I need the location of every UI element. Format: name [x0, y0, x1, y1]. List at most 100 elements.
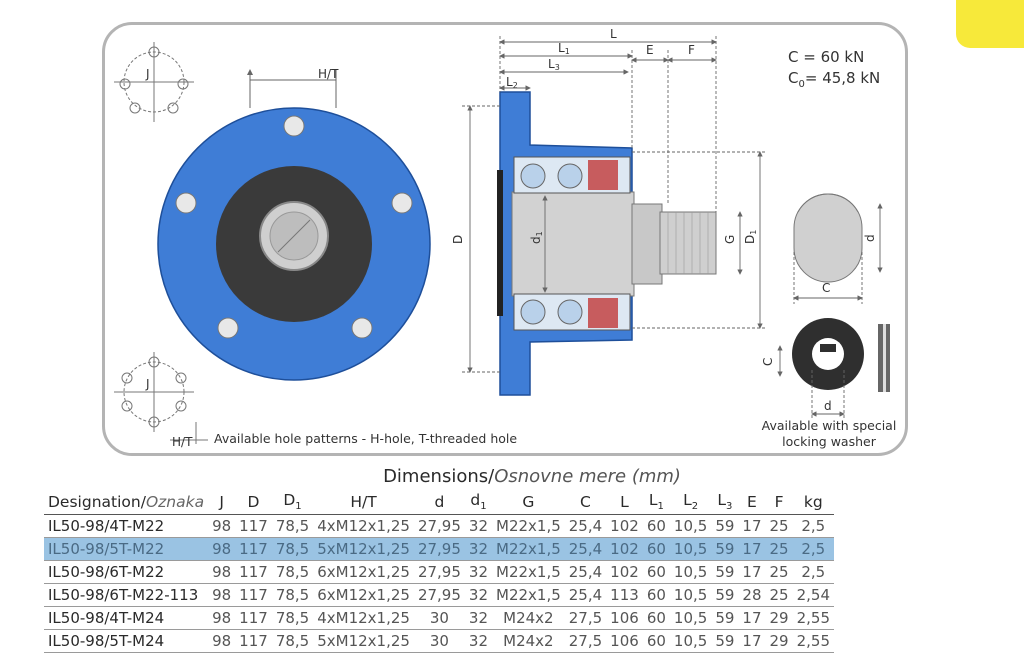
- table-cell: 5xM12x1,25: [313, 629, 414, 654]
- hub-section-view: [497, 91, 717, 396]
- bolt-hole: [175, 192, 197, 214]
- table-cell: 4xM12x1,25: [313, 514, 414, 539]
- table-cell: 25: [765, 583, 793, 608]
- table-cell: 106: [606, 606, 643, 631]
- table-cell: M22x1,5: [492, 583, 565, 608]
- table-cell: 117: [235, 514, 272, 539]
- column-header: Designation/Oznaka: [44, 488, 209, 516]
- dim-label-J-bottom: J: [145, 377, 150, 391]
- table-cell: 117: [235, 629, 272, 654]
- table-cell: 78,5: [271, 537, 314, 562]
- designation-cell: IL50-98/4T-M24: [44, 606, 209, 631]
- table-cell: 113: [606, 583, 643, 608]
- table-cell: 59: [711, 583, 739, 608]
- dim-label-E: E: [646, 43, 654, 57]
- table-cell: 25,4: [564, 560, 607, 585]
- table-cell: 98: [208, 537, 236, 562]
- table-cell: M24x2: [492, 606, 565, 631]
- table-cell: 2,55: [792, 606, 834, 631]
- table-cell: 59: [711, 629, 739, 654]
- designation-cell: IL50-98/6T-M22: [44, 560, 209, 585]
- table-cell: 10,5: [669, 629, 712, 654]
- table-cell: 32: [464, 629, 492, 654]
- dim-label-d-stud: d: [863, 234, 877, 242]
- threaded-stud: [659, 211, 717, 275]
- column-header: D: [235, 488, 272, 516]
- column-header: F: [765, 488, 793, 516]
- table-cell: 29: [765, 606, 793, 631]
- column-header: L: [606, 488, 643, 516]
- technical-drawing: L L1 L3 L2 E F D d1 G D1 d C C d H/T H/T…: [114, 27, 890, 449]
- table-cell: 27,95: [413, 560, 465, 585]
- table-cell: 60: [642, 560, 670, 585]
- table-cell: 28: [738, 583, 766, 608]
- table-cell: 10,5: [669, 560, 712, 585]
- stud-cross-section: [793, 193, 883, 304]
- table-cell: 5xM12x1,25: [313, 537, 414, 562]
- table-cell: 17: [738, 514, 766, 539]
- dim-label-HT-top: H/T: [318, 67, 339, 81]
- designation-cell: IL50-98/4T-M22: [44, 514, 209, 539]
- dim-label-D1: D1: [743, 230, 758, 244]
- table-cell: 78,5: [271, 560, 314, 585]
- table-cell: 98: [208, 583, 236, 608]
- table-cell: 78,5: [271, 606, 314, 631]
- table-cell: 60: [642, 537, 670, 562]
- dim-label-d1: d1: [529, 231, 544, 244]
- table-cell: 2,55: [792, 629, 834, 654]
- column-header: H/T: [313, 488, 414, 516]
- column-header: kg: [792, 488, 834, 516]
- column-header: D1: [271, 488, 314, 516]
- table-cell: 98: [208, 514, 236, 539]
- dim-label-G: G: [723, 235, 737, 244]
- dim-label-L2: L2: [506, 75, 518, 90]
- column-header: L1: [642, 488, 670, 516]
- table-cell: 60: [642, 583, 670, 608]
- table-cell: 27,95: [413, 537, 465, 562]
- table-cell: 102: [606, 537, 643, 562]
- column-header: E: [738, 488, 766, 516]
- designation-cell: IL50-98/5T-M22: [44, 537, 209, 562]
- table-cell: 59: [711, 537, 739, 562]
- table-cell: 32: [464, 537, 492, 562]
- hole-pattern-diagram-bottom: [114, 352, 208, 444]
- table-cell: 117: [235, 560, 272, 585]
- table-cell: 17: [738, 560, 766, 585]
- table-cell: 2,5: [792, 537, 834, 562]
- table-cell: 60: [642, 606, 670, 631]
- table-cell: 32: [464, 583, 492, 608]
- table-cell: 117: [235, 606, 272, 631]
- load-rating-c: C = 60 kN: [788, 48, 865, 66]
- hole-patterns-note: Available hole patterns - H-hole, T-thre…: [214, 431, 518, 446]
- table-cell: 2,5: [792, 514, 834, 539]
- table-cell: 29: [765, 629, 793, 654]
- table-cell: 78,5: [271, 514, 314, 539]
- table-cell: 60: [642, 514, 670, 539]
- table-cell: 59: [711, 514, 739, 539]
- table-cell: 25: [765, 537, 793, 562]
- bolt-hole: [283, 115, 305, 137]
- load-rating-c0: C0= 45,8 kN: [788, 69, 881, 90]
- table-cell: 25,4: [564, 583, 607, 608]
- column-header: C: [564, 488, 607, 516]
- bolt-hole: [391, 192, 413, 214]
- dim-label-L1: L1: [558, 41, 570, 56]
- table-cell: 60: [642, 629, 670, 654]
- dim-label-L3: L3: [548, 57, 560, 72]
- table-cell: M22x1,5: [492, 537, 565, 562]
- hole-pattern-diagram-top: [114, 42, 194, 122]
- designation-cell: IL50-98/6T-M22-113: [44, 583, 209, 608]
- table-cell: 98: [208, 560, 236, 585]
- table-cell: 32: [464, 606, 492, 631]
- column-header: G: [492, 488, 565, 516]
- table-cell: 102: [606, 514, 643, 539]
- table-cell: 59: [711, 560, 739, 585]
- table-cell: 10,5: [669, 606, 712, 631]
